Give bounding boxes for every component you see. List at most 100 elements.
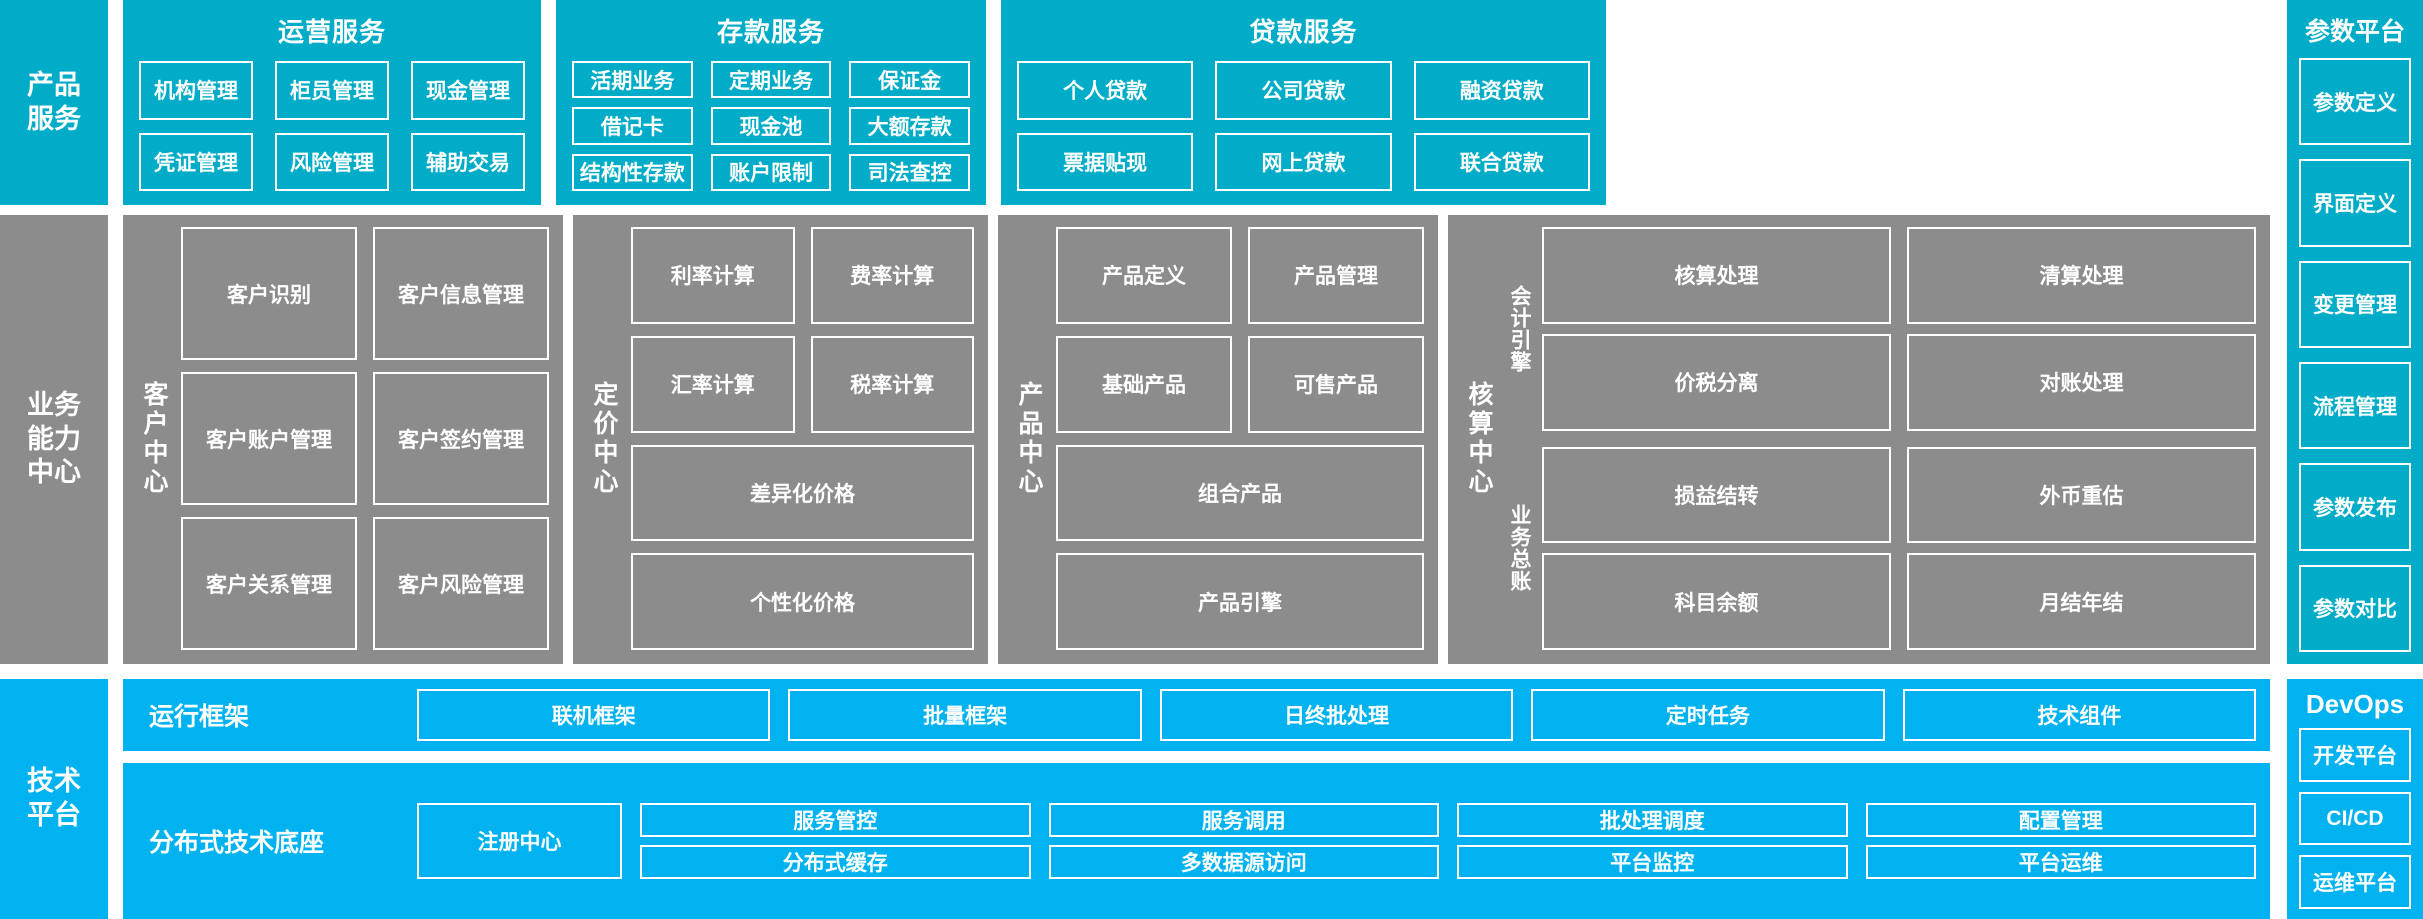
registry-center-wrap: 注册中心 [417,803,622,879]
item-product-management[interactable]: 产品管理 [1248,227,1424,324]
item-auxiliary-transaction[interactable]: 辅助交易 [411,132,525,191]
item-batch-scheduling[interactable]: 批处理调度 [1457,803,1848,837]
deposit-items-grid: 活期业务 定期业务 保证金 借记卡 现金池 大额存款 结构性存款 账户限制 司法… [572,61,970,191]
row-distributed-base: 分布式技术底座 注册中心 服务管控 服务调用 批处理调度 配置管理 分布式缓存 … [123,763,2270,919]
group-title-deposit: 存款服务 [716,17,825,47]
item-platform-monitoring[interactable]: 平台监控 [1457,845,1848,879]
item-differentiated-pricing[interactable]: 差异化价格 [631,444,974,542]
layer-label-product: 产品 服务 [0,0,108,205]
item-technical-component[interactable]: 技术组件 [1902,689,2257,741]
group-loan-service: 贷款服务 个人贷款 公司贷款 融资贷款 票据贴现 网上贷款 联合贷款 [1001,0,1606,205]
pricing-row-4: 个性化价格 [631,553,974,650]
item-product-definition[interactable]: 产品定义 [1056,227,1232,324]
layer-label-capability-line1: 业务 [27,389,81,420]
item-cash-management[interactable]: 现金管理 [411,61,525,120]
item-service-governance[interactable]: 服务管控 [640,803,1031,837]
item-foreign-currency-revaluation[interactable]: 外币重估 [1907,446,2256,544]
item-customer-risk-management[interactable]: 客户风险管理 [373,517,549,650]
item-customer-identification[interactable]: 客户识别 [181,227,357,360]
item-change-management[interactable]: 变更管理 [2299,260,2411,348]
layer-label-technical-line1: 技术 [27,766,81,797]
item-joint-loan[interactable]: 联合贷款 [1413,132,1590,191]
layer-label-technical-line2: 平台 [27,800,81,830]
item-basic-product[interactable]: 基础产品 [1056,335,1232,433]
product-row-3: 组合产品 [1056,444,1424,542]
item-interface-definition[interactable]: 界面定义 [2299,159,2411,247]
item-financing-loan[interactable]: 融资贷款 [1413,61,1590,120]
item-service-invocation[interactable]: 服务调用 [1048,803,1439,837]
item-teller-management[interactable]: 柜员管理 [275,61,389,120]
layer-label-capability: 业务 能力 中心 [0,215,108,664]
item-profit-loss-carryover[interactable]: 损益结转 [1542,446,1891,544]
product-service-layer: 产品 服务 运营服务 机构管理 柜员管理 现金管理 凭证管理 风险管理 辅助交易… [0,0,2270,205]
item-account-restriction[interactable]: 账户限制 [710,153,832,191]
item-parameter-release[interactable]: 参数发布 [2299,463,2411,551]
runtime-framework-cells: 联机框架 批量框架 日终批处理 定时任务 技术组件 [417,689,2257,741]
item-cash-pool[interactable]: 现金池 [710,107,832,145]
item-voucher-management[interactable]: 凭证管理 [139,132,253,191]
item-demand-deposit[interactable]: 活期业务 [572,61,693,99]
item-combined-product[interactable]: 组合产品 [1056,444,1424,542]
item-structured-deposit[interactable]: 结构性存款 [572,153,693,191]
item-customer-info-management[interactable]: 客户信息管理 [373,227,549,360]
item-accounting-processing[interactable]: 核算处理 [1542,227,1891,324]
item-bill-discount[interactable]: 票据贴现 [1017,132,1194,191]
item-multi-datasource-access[interactable]: 多数据源访问 [1048,845,1439,879]
item-eod-batch-processing[interactable]: 日终批处理 [1159,689,1514,741]
item-tax-rate-calculation[interactable]: 税率计算 [810,335,974,433]
accounting-subgroup-engine: 会计引擎 核算处理 清算处理 价税分离 对账处理 [1500,227,2256,431]
row-runtime-framework: 运行框架 联机框架 批量框架 日终批处理 定时任务 技术组件 [123,679,2270,751]
item-parameter-comparison[interactable]: 参数对比 [2299,564,2411,652]
center-pricing: 定价中心 利率计算 费率计算 汇率计算 税率计算 差异化价格 个性化价格 [573,215,988,664]
item-risk-management[interactable]: 风险管理 [275,132,389,191]
item-margin-deposit[interactable]: 保证金 [849,61,970,99]
item-reconciliation-processing[interactable]: 对账处理 [1907,333,2256,431]
item-scheduled-task[interactable]: 定时任务 [1531,689,1885,741]
item-corporate-loan[interactable]: 公司贷款 [1215,61,1392,120]
center-accounting: 核算中心 会计引擎 核算处理 清算处理 价税分离 对账处理 [1448,215,2270,664]
item-platform-operations[interactable]: 平台运维 [1865,845,2256,879]
item-large-deposit[interactable]: 大额存款 [849,107,970,145]
item-personal-loan[interactable]: 个人贷款 [1017,61,1194,120]
item-price-tax-separation[interactable]: 价税分离 [1542,333,1891,431]
center-label-product: 产品中心 [1015,380,1043,497]
operations-items-grid: 机构管理 柜员管理 现金管理 凭证管理 风险管理 辅助交易 [139,61,525,191]
panel-title-devops: DevOps [2305,689,2405,719]
item-customer-contract-management[interactable]: 客户签约管理 [373,372,549,505]
item-customer-account-management[interactable]: 客户账户管理 [181,372,357,505]
layer-label-product-line2: 服务 [27,103,81,134]
item-registry-center[interactable]: 注册中心 [417,803,622,879]
item-online-loan[interactable]: 网上贷款 [1215,132,1392,191]
item-account-balance[interactable]: 科目余额 [1542,553,1891,650]
item-settlement-processing[interactable]: 清算处理 [1907,227,2256,324]
item-exchange-rate-calculation[interactable]: 汇率计算 [631,335,795,433]
row-title-distributed-base: 分布式技术底座 [149,829,325,857]
panel-title-parameter-platform: 参数平台 [2304,18,2405,46]
item-interest-rate-calculation[interactable]: 利率计算 [631,227,795,324]
item-month-year-end-closing[interactable]: 月结年结 [1907,553,2256,650]
item-time-deposit[interactable]: 定期业务 [710,61,832,99]
item-process-management[interactable]: 流程管理 [2299,361,2411,450]
item-fee-rate-calculation[interactable]: 费率计算 [810,227,974,324]
item-product-engine[interactable]: 产品引擎 [1056,553,1424,650]
customer-row-3: 客户关系管理 客户风险管理 [181,517,549,650]
item-ci-cd[interactable]: CI/CD [2299,791,2411,846]
accounting-engine-row-1: 核算处理 清算处理 [1542,227,2256,324]
item-config-management[interactable]: 配置管理 [1865,803,2256,837]
item-parameter-definition[interactable]: 参数定义 [2299,58,2411,146]
panel-devops: DevOps 开发平台 CI/CD 运维平台 [2287,679,2423,919]
item-online-framework[interactable]: 联机框架 [417,689,771,741]
pricing-center-body: 利率计算 费率计算 汇率计算 税率计算 差异化价格 个性化价格 [625,227,974,650]
item-personalized-pricing[interactable]: 个性化价格 [631,553,974,650]
subgroup-label-general-ledger: 业务总账 [1508,504,1531,593]
item-development-platform[interactable]: 开发平台 [2299,728,2411,782]
item-operations-platform[interactable]: 运维平台 [2299,855,2411,910]
item-sellable-product[interactable]: 可售产品 [1248,335,1424,433]
item-batch-framework[interactable]: 批量框架 [788,689,1142,741]
general-ledger-row-2: 科目余额 月结年结 [1542,553,2256,650]
item-customer-relationship-management[interactable]: 客户关系管理 [181,517,357,650]
item-judicial-control[interactable]: 司法查控 [849,153,970,191]
item-debit-card[interactable]: 借记卡 [572,107,693,145]
item-distributed-cache[interactable]: 分布式缓存 [640,845,1031,879]
item-org-management[interactable]: 机构管理 [139,61,253,120]
